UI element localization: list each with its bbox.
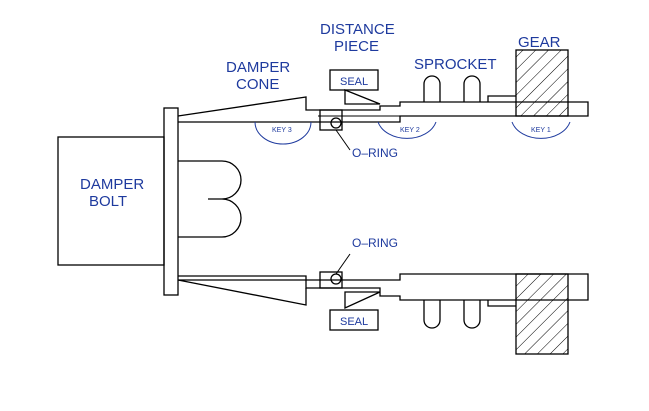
key3-shape xyxy=(254,121,312,145)
key1-label: KEY 1 xyxy=(531,127,551,134)
damper-cone-label-line2: CONE xyxy=(236,76,279,93)
key2-label: KEY 2 xyxy=(400,127,420,134)
damper-cone-bottom xyxy=(178,273,589,301)
damper-cone-label-line1: DAMPER xyxy=(226,59,290,76)
top-assembly: KEY 3 SEAL KEY 2 KEY 1 xyxy=(177,49,589,145)
oring-top-label: O–RING xyxy=(352,146,398,160)
seal-box-bottom xyxy=(329,309,379,331)
sprocket-label: SPROCKET xyxy=(414,56,497,73)
damper-bolt-label-line1: DAMPER xyxy=(80,176,144,193)
oring-top-shape xyxy=(330,117,342,129)
sprocket-teeth-top xyxy=(423,75,516,102)
key1-shape xyxy=(511,121,571,139)
sprocket-teeth-bottom xyxy=(423,300,516,329)
seal-wedge-bottom xyxy=(344,291,381,310)
key3-label: KEY 3 xyxy=(272,127,292,134)
distance-piece-label-line2: PIECE xyxy=(334,38,379,55)
seal-label-bottom: SEAL xyxy=(340,316,368,328)
distance-piece-label-line1: DISTANCE xyxy=(320,21,395,38)
bottom-assembly: SEAL xyxy=(177,271,589,355)
oring-housing-top xyxy=(319,109,343,131)
gear-bottom xyxy=(515,273,569,355)
gear-top xyxy=(515,49,569,117)
seal-label-top: SEAL xyxy=(340,76,368,88)
damper-bolt-label-line2: BOLT xyxy=(89,193,127,210)
oring-bottom-shape xyxy=(330,273,342,285)
center-spring xyxy=(178,160,242,238)
gear-label: GEAR xyxy=(518,34,561,51)
damper-cone-top xyxy=(177,96,589,123)
oring-housing-bottom xyxy=(319,271,343,289)
seal-box-top xyxy=(329,69,379,91)
flange xyxy=(163,107,179,296)
key2-shape xyxy=(377,121,437,139)
oring-bottom-label: O–RING xyxy=(352,236,398,250)
seal-wedge-top xyxy=(344,89,381,105)
